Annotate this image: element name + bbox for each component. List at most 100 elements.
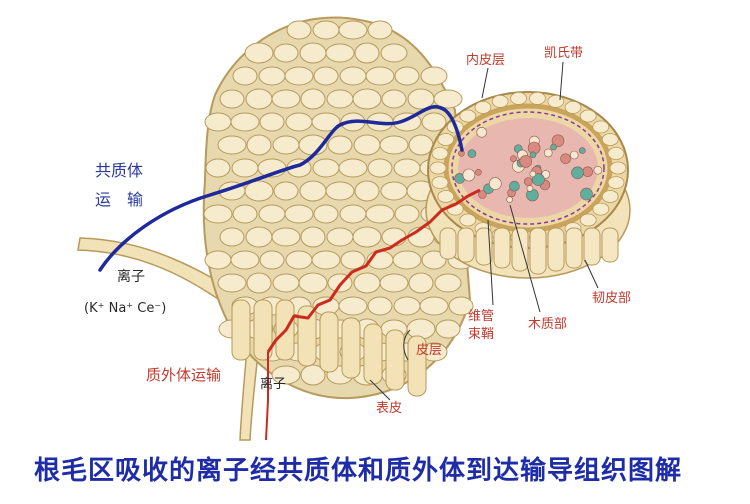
cortex-cell [353,272,381,294]
stele-cell [551,134,565,148]
endodermis-cell [579,213,597,227]
cortex-cell [393,296,421,316]
cortex-cell [339,66,367,86]
cortex-cell [394,204,420,224]
cortex-cell [392,250,422,270]
symplast-label-line2: 运 输 [95,190,144,209]
endodermis-cell [429,161,447,175]
cortex-cell [231,158,259,178]
ion-formula-label: (K⁺ Na⁺ Ce⁻) [84,301,167,316]
epidermis-cells [231,299,427,397]
stele-column-cell [583,227,601,266]
cortex-cell [381,227,407,247]
cortex-cell [245,88,273,110]
stele-column-cell [457,227,475,263]
cortex-cell [284,66,314,86]
stele-cell [571,166,584,180]
cortex-cell [272,273,300,293]
endodermis-cell [601,133,619,146]
ion-label-blue: 离子 [117,269,145,285]
stele-cell [532,173,545,186]
epidermis-cell [319,311,339,373]
xylem-label: 木质部 [528,317,568,332]
cortex-cell [380,43,408,63]
cortex-cell [313,204,339,224]
endodermis-cell [459,109,477,123]
cortex-cell [299,42,327,64]
stele-column-cell [511,227,529,272]
stele-cell [523,177,533,186]
cortex-cell [258,66,286,86]
stele-cell [478,190,487,199]
stele-cell [462,168,476,182]
epidermis-cell [341,317,361,379]
stele-cell [569,150,579,160]
cortex-cell [285,250,313,270]
endodermis-cell [579,109,597,123]
vascular-bundle-label-line1: 维管 [468,309,495,324]
cortex-cell [338,158,368,178]
cortex-cell [244,180,274,202]
endodermis-cell [437,133,455,146]
stele-cell [476,127,488,138]
stele-cell [519,155,533,168]
cortex-cell [298,272,328,294]
vascular-bundle-label-line2: 束鞘 [468,327,495,342]
apoplast-label: 质外体运输 [146,366,222,384]
cortex-cell [353,134,381,156]
cortex-cell [354,42,380,64]
stele-column-cell [565,227,583,269]
cortex-cell [327,135,353,155]
symplast-label-line1: 共质体 [95,161,144,180]
stele-column-cell [529,227,547,275]
epidermis-cell [363,323,383,385]
cortex-cell [326,227,354,247]
cortex-cell [339,204,367,224]
cortex-cell [365,66,395,86]
endodermis-cell [547,95,565,108]
figure-caption: 根毛区吸收的离子经共质体和质外体到达输导组织图解 [34,456,683,486]
stele-cell [529,170,537,178]
stele-cells [429,92,627,245]
cortex-cell [367,158,393,178]
epidermis-cell [407,335,427,397]
stele-cell [506,196,513,203]
cortex-cell [338,296,368,316]
cortex-cell [300,88,326,110]
stele-cell [578,147,586,154]
casparian-strip-ring [451,111,605,225]
cortex-cell [300,364,326,386]
cortex-cell [259,112,285,132]
cortex-cell [259,250,285,270]
cortex-cell [312,20,340,40]
stele-column-cell [439,227,457,260]
cortex-cell [246,134,272,156]
stele-column-cells [439,227,619,275]
endodermis-cell [474,101,492,114]
cortex-cell [419,296,449,316]
cortex-cell [232,204,258,224]
endodermis-cell [529,92,546,105]
endodermis-cell [510,92,527,105]
ion-label-red: 离子 [260,377,287,392]
cortex-cell [381,89,407,109]
epidermis-cell [231,299,251,361]
stele-cell [526,185,534,192]
stele-cell [593,165,603,175]
cortex-label: 皮层 [416,343,443,358]
pericycle-label: 韧皮部 [592,291,632,306]
cortex-cell [271,227,301,247]
cortex-cell [299,180,327,202]
stele-column-cell [493,227,511,269]
cortex-cell [325,181,355,201]
endodermis-cell [431,176,449,190]
cortex-cell [406,318,436,340]
endodermis-cell [607,146,625,160]
stele-cell [582,166,594,178]
stele-cell [529,151,537,159]
endodermis-label: 内皮层 [466,53,506,68]
cortex-cell [271,89,301,109]
cortex-cell [219,89,245,109]
cortex-cell [338,20,368,40]
